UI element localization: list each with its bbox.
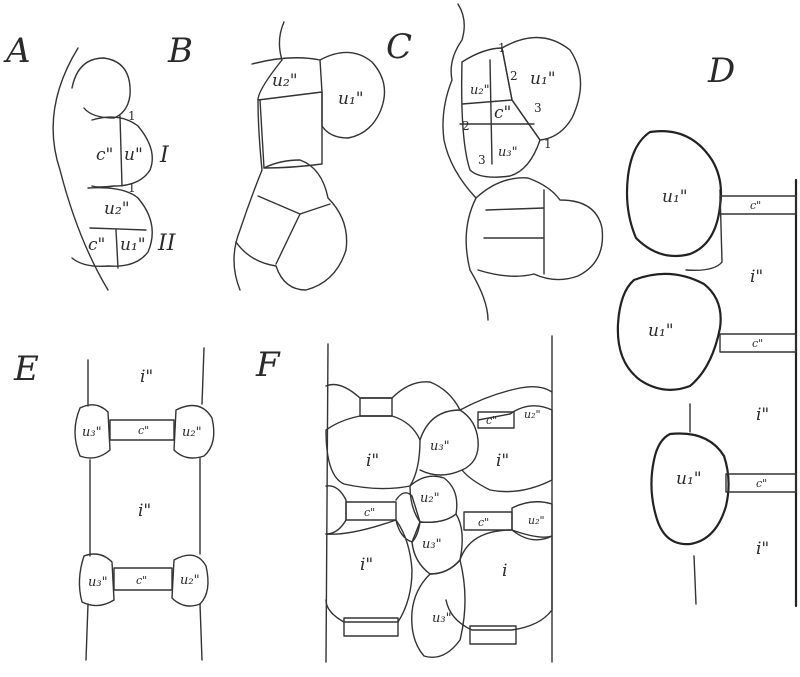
panel-f-label-u2a: u₂" — [524, 408, 541, 421]
panel-b-lower-wall-2 — [300, 204, 330, 214]
panel-a-roman-II: II — [157, 231, 177, 256]
panel-b: B u₂" u₁" — [167, 22, 385, 290]
panel-f-label-cb: c" — [364, 506, 375, 519]
panel-e-left-wall-bot — [86, 604, 88, 660]
panel-a-wall-IIb — [116, 230, 118, 268]
panel-f-label-u3c: u₃" — [432, 611, 452, 626]
panel-a-top-cell — [72, 58, 130, 118]
panel-c-letter: C — [386, 27, 412, 67]
panel-e-right-wall-bot — [200, 604, 202, 660]
panel-b-label-u2: u₂" — [272, 71, 298, 91]
panel-a-label-u2: u₂" — [104, 199, 130, 219]
panel-d-label-ca: c" — [750, 199, 761, 212]
panel-e-right-wall-top — [202, 348, 204, 404]
panel-e-label-ca: c" — [138, 424, 149, 437]
panel-f-left-wall — [326, 344, 328, 662]
panel-c-num-1b: 1 — [544, 137, 552, 151]
panel-c-label-c: c" — [494, 103, 511, 123]
panel-c-num-3a: 3 — [534, 101, 542, 115]
panel-f-label-cc: c" — [478, 516, 489, 529]
panel-a-letter: A — [3, 31, 31, 71]
panel-a-wall-IIa — [90, 228, 146, 230]
panel-a-label-c2: c" — [88, 235, 105, 255]
panel-e-label-cb: c" — [136, 574, 147, 587]
panel-f-label-ia: i" — [366, 451, 379, 471]
panel-f-label-ic: i" — [360, 555, 373, 575]
panel-b-letter: B — [167, 31, 193, 71]
panel-c-label-u2: u₂" — [470, 83, 490, 98]
panel-e-label-itop: i" — [140, 367, 153, 387]
panel-e-label-u2b: u₂" — [180, 573, 200, 588]
panel-f-label-ib: i" — [496, 451, 509, 471]
panel-b-lower-wall-1 — [258, 196, 300, 214]
panel-a-wall-I — [120, 116, 122, 186]
panel-d-letter: D — [707, 51, 735, 91]
panel-b-lower-wall-3 — [276, 214, 300, 264]
panel-e-label-u3b: u₃" — [88, 575, 108, 590]
panel-c-num-2a: 2 — [510, 69, 518, 83]
panel-f-label-u3b: u₃" — [422, 537, 442, 552]
panel-c-num-2b: 2 — [462, 119, 470, 133]
panel-f-bottom-c-box-l — [344, 618, 398, 636]
panel-d-label-u1a: u₁" — [662, 187, 688, 207]
panel-f-u3c-cell — [412, 560, 465, 657]
panel-a-label-u1: u₁" — [120, 235, 146, 255]
panel-b-label-u1: u₁" — [338, 89, 364, 109]
panel-c: C u₂" u₁" c" u₃" 1 2 2 3 3 1 — [386, 4, 603, 320]
panel-f-left-mid-node — [326, 486, 346, 534]
panel-c-wall-c — [490, 60, 492, 164]
panel-a: A c" u" I 1 1 u₂" c" u₁" II — [3, 31, 177, 290]
panel-a-mark-1b: 1 — [128, 181, 136, 195]
panel-d-label-u1b: u₁" — [648, 321, 674, 341]
panel-f-label-u3a: u₃" — [430, 439, 450, 454]
panel-d-label-u1c: u₁" — [676, 469, 702, 489]
panel-f-top-c-box — [360, 398, 392, 416]
panel-d-label-cc: c" — [756, 477, 767, 490]
panel-e-label-imid: i" — [138, 501, 151, 521]
panel-a-label-c: c" — [96, 145, 113, 165]
panel-b-lower-cells — [236, 160, 347, 290]
panel-d-label-cb: c" — [752, 337, 763, 350]
panel-f-label-id: i — [502, 561, 507, 581]
panel-a-roman-I: I — [159, 143, 170, 168]
panel-c-lower-wall-1 — [486, 208, 544, 210]
panel-e-label-u2a: u₂" — [182, 425, 202, 440]
panel-f-label-ca: c" — [486, 414, 497, 427]
panel-f-letter: F — [255, 345, 281, 385]
panel-c-label-u1: u₁" — [530, 69, 556, 89]
panel-f: F u₃" c" u₂" i" i" u₂" c" u₃" c" — [255, 336, 552, 662]
panel-d-label-ic: i" — [756, 539, 769, 559]
panel-e-label-u3a: u₃" — [82, 425, 102, 440]
panel-a-mark-1a: 1 — [128, 109, 136, 123]
panel-b-middle-cell — [260, 92, 322, 168]
panel-f-bottom-c-box-r — [470, 626, 516, 644]
panel-d-label-ib: i" — [756, 405, 769, 425]
panel-d-left-wall — [686, 190, 722, 604]
panel-f-label-u2b: u₂" — [420, 491, 440, 506]
panel-f-label-u2c: u₂" — [528, 514, 545, 527]
panel-d: D u₁" c" i" u₁" c" i" u₁" c" i" — [618, 51, 796, 606]
panel-c-num-3b: 3 — [478, 153, 486, 167]
panel-a-label-u: u" — [124, 145, 143, 165]
panel-e-letter: E — [13, 349, 39, 389]
panel-e: E i" u₃" c" u₂" i" u₃" c" u₂" — [13, 348, 214, 660]
panel-c-lower-cells — [476, 178, 603, 280]
panel-c-label-u3: u₃" — [498, 145, 518, 160]
panel-d-label-ia: i" — [750, 267, 763, 287]
panel-c-num-1a: 1 — [498, 41, 506, 55]
